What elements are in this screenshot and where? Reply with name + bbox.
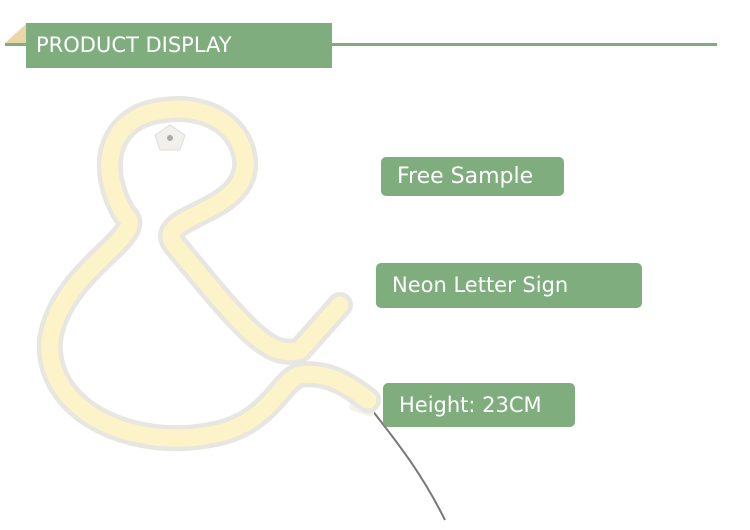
ribbon-fold [5, 24, 26, 43]
header-divider [5, 43, 717, 46]
feature-neon-letter-sign: Neon Letter Sign [376, 263, 642, 308]
power-cable [371, 409, 446, 521]
section-title: PRODUCT DISPLAY [26, 23, 332, 68]
neon-tube [41, 100, 377, 447]
feature-height: Height: 23CM [383, 383, 575, 427]
feature-free-sample: Free Sample [381, 157, 564, 196]
